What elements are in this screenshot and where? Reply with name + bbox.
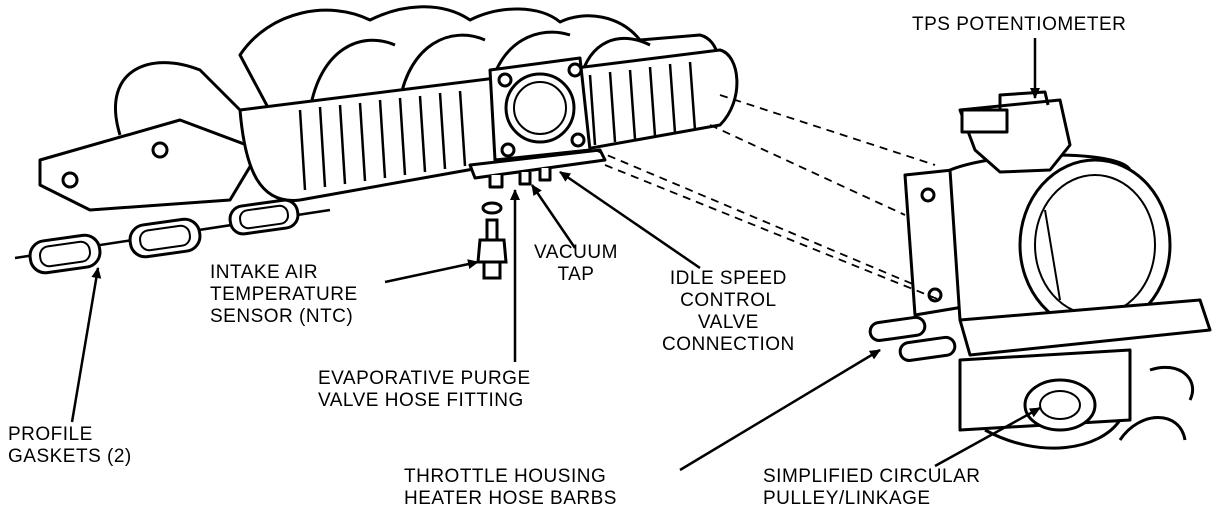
alignment-dashes (594, 94, 941, 301)
label-line: VACUUM (534, 242, 618, 263)
pulley-leader (934, 406, 1041, 468)
label-line: HEATER HOSE BARBS (404, 488, 617, 509)
label-tps-potentiometer: TPS POTENTIOMETER (912, 14, 1126, 36)
vacuum-leader (530, 184, 577, 249)
label-line: CONTROL (680, 290, 777, 311)
label-line: TAP (557, 264, 595, 285)
label-line: INTAKE AIR (210, 262, 319, 283)
label-line: PULLEY/LINKAGE (763, 488, 931, 509)
label-line: VALVE (697, 312, 759, 333)
gaskets-leader (70, 267, 102, 423)
label-line: THROTTLE HOUSING (404, 466, 607, 487)
label-line: SENSOR (NTC) (210, 306, 354, 327)
label-line: TPS POTENTIOMETER (912, 14, 1127, 35)
label-line: IDLE SPEED (669, 268, 787, 289)
label-line: SIMPLIFIED CIRCULAR (763, 466, 981, 487)
label-line: GASKETS (2) (8, 446, 132, 467)
label-line: VALVE HOSE FITTING (318, 390, 524, 411)
iat-leader (384, 259, 479, 284)
throttle-body (868, 90, 1212, 450)
label-line: EVAPORATIVE PURGE (318, 368, 531, 389)
label-line: CONNECTION (662, 334, 795, 355)
intake-manifold (38, 5, 739, 212)
label-line: PROFILE (8, 424, 93, 445)
iscv-leader (559, 170, 701, 270)
profile-gaskets (14, 198, 331, 275)
heater-leader (679, 348, 881, 472)
iat-sensor (476, 201, 508, 280)
leader-arrows (70, 38, 1041, 472)
label-line: TEMPERATURE (210, 284, 358, 305)
